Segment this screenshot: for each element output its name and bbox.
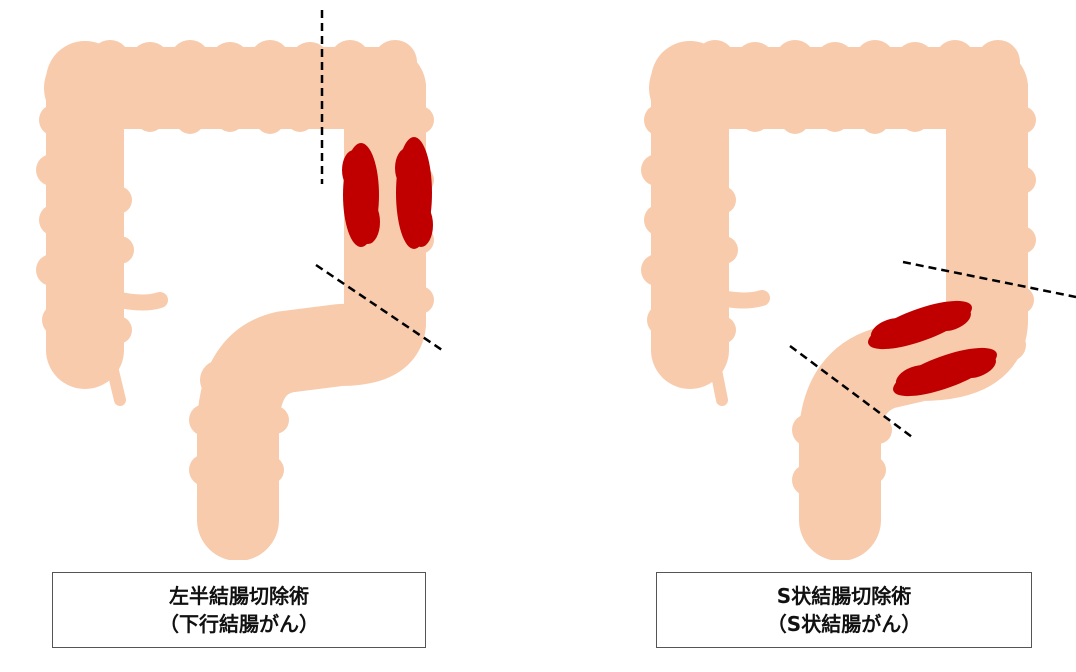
tumors	[868, 300, 997, 397]
tumor-2	[395, 137, 433, 249]
colon-body	[641, 40, 1036, 560]
tumor-2	[893, 347, 997, 397]
caption-right-line1: S状結腸切除術	[776, 584, 912, 608]
resection-lines	[315, 10, 443, 352]
caption-right-line2: （S状結腸がん）	[766, 612, 922, 636]
caption-right: S状結腸切除術 （S状結腸がん）	[656, 572, 1032, 648]
caption-left: 左半結腸切除術 （下行結腸がん）	[52, 572, 426, 648]
cut-line-upper	[902, 260, 1076, 299]
colon-diagram-sigmoidectomy	[641, 40, 1076, 560]
tumor-1	[342, 143, 380, 247]
colon-body	[36, 40, 434, 560]
colon-diagram-left-hemicolectomy	[36, 10, 443, 560]
caption-left-line2: （下行結腸がん）	[159, 612, 319, 636]
resection-lines	[789, 260, 1076, 439]
tumors	[342, 137, 433, 249]
tumor-1	[868, 300, 972, 350]
caption-left-line1: 左半結腸切除術	[169, 584, 309, 608]
